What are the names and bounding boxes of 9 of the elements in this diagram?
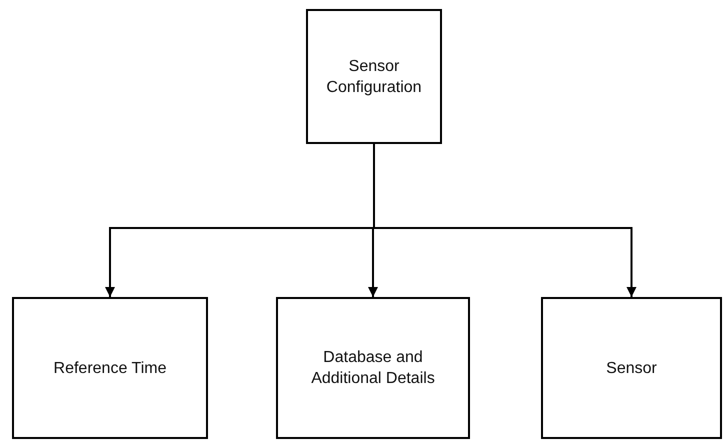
- process-box: [12, 297, 208, 439]
- node-label: Sensor: [606, 358, 657, 378]
- node-label: Database and Additional Details: [310, 348, 436, 389]
- process-box: [276, 297, 470, 439]
- process-box: [306, 9, 442, 144]
- process-box: [541, 297, 722, 439]
- node-label: Sensor Configuration: [325, 56, 423, 98]
- node-label: Reference Time: [54, 358, 166, 378]
- arrow: [373, 144, 636, 297]
